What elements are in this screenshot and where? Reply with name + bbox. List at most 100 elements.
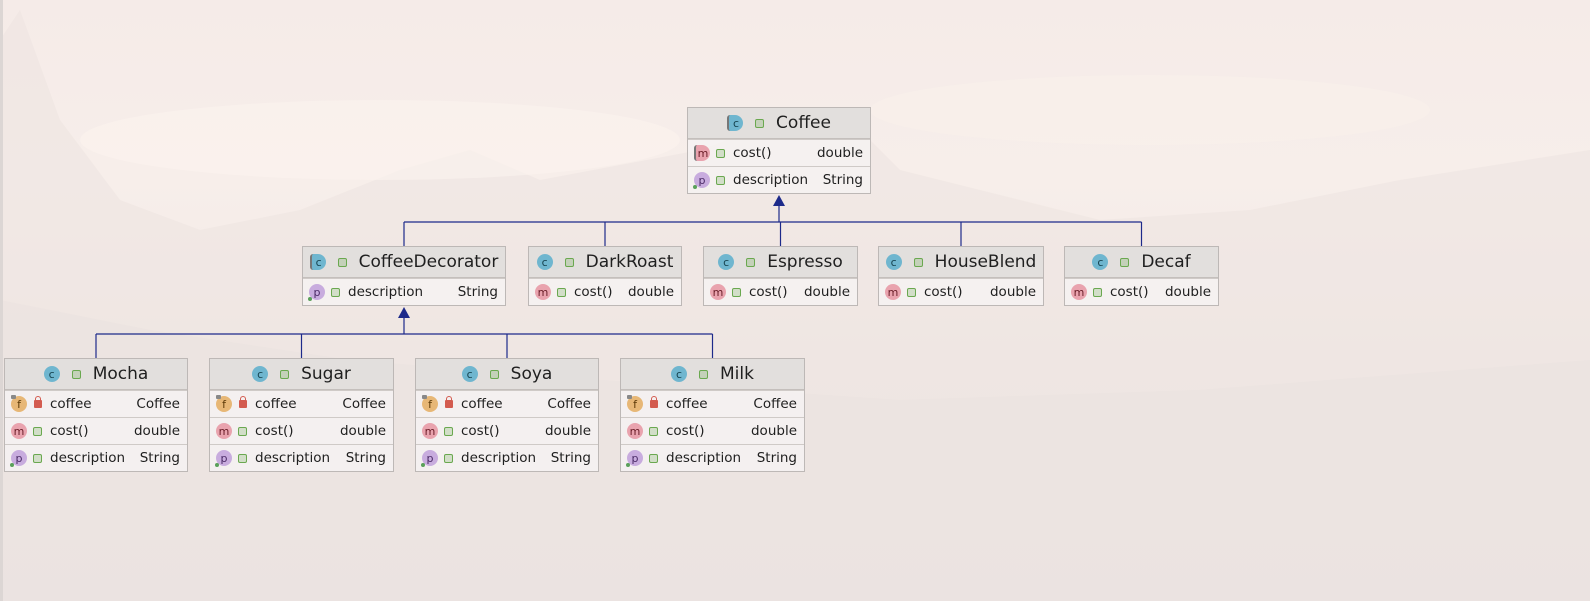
class-node-coffee[interactable]: c Coffee m cost() double p description S… (687, 107, 871, 194)
method-icon: m (710, 284, 726, 300)
member-type: String (822, 172, 863, 188)
public-visibility-icon (444, 453, 453, 463)
member-row[interactable]: m cost() double (5, 417, 187, 444)
member-type: double (750, 423, 797, 439)
property-icon: p (626, 450, 643, 467)
member-name: cost() (749, 284, 788, 300)
member-row[interactable]: m cost() double (879, 278, 1043, 305)
property-icon: p (308, 284, 325, 301)
class-icon: c (43, 366, 60, 382)
class-node-soya[interactable]: c Soya f coffee Coffee m cost() double p… (415, 358, 599, 472)
member-row[interactable]: m cost() double (1065, 278, 1218, 305)
public-visibility-icon (238, 426, 247, 436)
class-node-espresso[interactable]: c Espresso m cost() double (703, 246, 858, 306)
public-visibility-icon (755, 118, 765, 128)
class-header: c Mocha (5, 359, 187, 390)
public-visibility-icon (907, 287, 916, 297)
member-type: double (803, 284, 850, 300)
member-type: double (816, 145, 863, 161)
class-icon: c (461, 366, 478, 382)
member-name: description (666, 450, 742, 466)
class-icon: c (718, 254, 735, 270)
property-icon: p (693, 172, 710, 189)
member-row[interactable]: p description String (5, 444, 187, 471)
abstract-class-icon: c (309, 254, 326, 270)
member-name: description (733, 172, 809, 188)
property-icon: p (10, 450, 27, 467)
method-icon: m (535, 284, 551, 300)
member-type: String (457, 284, 498, 300)
member-row[interactable]: f coffee Coffee (5, 390, 187, 417)
member-row[interactable]: m cost() double (529, 278, 681, 305)
member-row[interactable]: p description String (688, 166, 870, 193)
class-icon: c (1092, 254, 1109, 270)
public-visibility-icon (557, 287, 566, 297)
class-title: Sugar (301, 364, 351, 384)
class-header: c HouseBlend (879, 247, 1043, 278)
member-name: cost() (924, 284, 963, 300)
member-type: String (550, 450, 591, 466)
class-icon: c (671, 366, 688, 382)
member-type: double (627, 284, 674, 300)
left-window-edge (0, 0, 3, 601)
member-name: cost() (574, 284, 613, 300)
member-name: coffee (461, 396, 503, 412)
member-row[interactable]: p description String (416, 444, 598, 471)
member-row[interactable]: f coffee Coffee (416, 390, 598, 417)
member-row[interactable]: m cost() double (688, 139, 870, 166)
member-row[interactable]: m cost() double (704, 278, 857, 305)
member-row[interactable]: p description String (621, 444, 804, 471)
method-icon: m (627, 423, 643, 439)
method-icon: m (11, 423, 27, 439)
member-name: description (50, 450, 126, 466)
class-icon: c (252, 366, 269, 382)
member-name: description (255, 450, 331, 466)
member-type: String (139, 450, 180, 466)
member-name: coffee (255, 396, 297, 412)
member-name: description (461, 450, 537, 466)
member-type: String (345, 450, 386, 466)
member-row[interactable]: m cost() double (210, 417, 393, 444)
public-visibility-icon (699, 369, 709, 379)
class-node-house-blend[interactable]: c HouseBlend m cost() double (878, 246, 1044, 306)
class-node-milk[interactable]: c Milk f coffee Coffee m cost() double p… (620, 358, 805, 472)
member-name: cost() (666, 423, 705, 439)
class-header: c Soya (416, 359, 598, 390)
class-node-dark-roast[interactable]: c DarkRoast m cost() double (528, 246, 682, 306)
field-icon: f (216, 395, 232, 412)
public-visibility-icon (337, 257, 347, 267)
public-visibility-icon (649, 453, 658, 463)
public-visibility-icon (71, 369, 81, 379)
class-node-decaf[interactable]: c Decaf m cost() double (1064, 246, 1219, 306)
member-row[interactable]: f coffee Coffee (621, 390, 804, 417)
member-row[interactable]: m cost() double (416, 417, 598, 444)
inheritance-arrowhead (773, 195, 785, 206)
member-row[interactable]: m cost() double (621, 417, 804, 444)
method-icon: m (885, 284, 901, 300)
class-header: c Milk (621, 359, 804, 390)
class-node-sugar[interactable]: c Sugar f coffee Coffee m cost() double … (209, 358, 394, 472)
member-row[interactable]: p description String (210, 444, 393, 471)
public-visibility-icon (33, 453, 42, 463)
member-type: double (1164, 284, 1211, 300)
member-name: coffee (50, 396, 92, 412)
member-row[interactable]: f coffee Coffee (210, 390, 393, 417)
field-icon: f (422, 395, 438, 412)
class-header: c DarkRoast (529, 247, 681, 278)
public-visibility-icon (33, 426, 42, 436)
class-title: Espresso (767, 252, 843, 272)
field-icon: f (11, 395, 27, 412)
class-title: HouseBlend (934, 252, 1037, 272)
public-visibility-icon (331, 287, 340, 297)
public-visibility-icon (716, 175, 725, 185)
class-header: c Coffee (688, 108, 870, 139)
class-node-coffee-decorator[interactable]: c CoffeeDecorator p description String (302, 246, 506, 306)
member-row[interactable]: p description String (303, 278, 505, 305)
member-type: Coffee (753, 396, 797, 412)
public-visibility-icon (564, 257, 574, 267)
class-title: Soya (510, 364, 553, 384)
class-node-mocha[interactable]: c Mocha f coffee Coffee m cost() double … (4, 358, 188, 472)
class-header: c Decaf (1065, 247, 1218, 278)
